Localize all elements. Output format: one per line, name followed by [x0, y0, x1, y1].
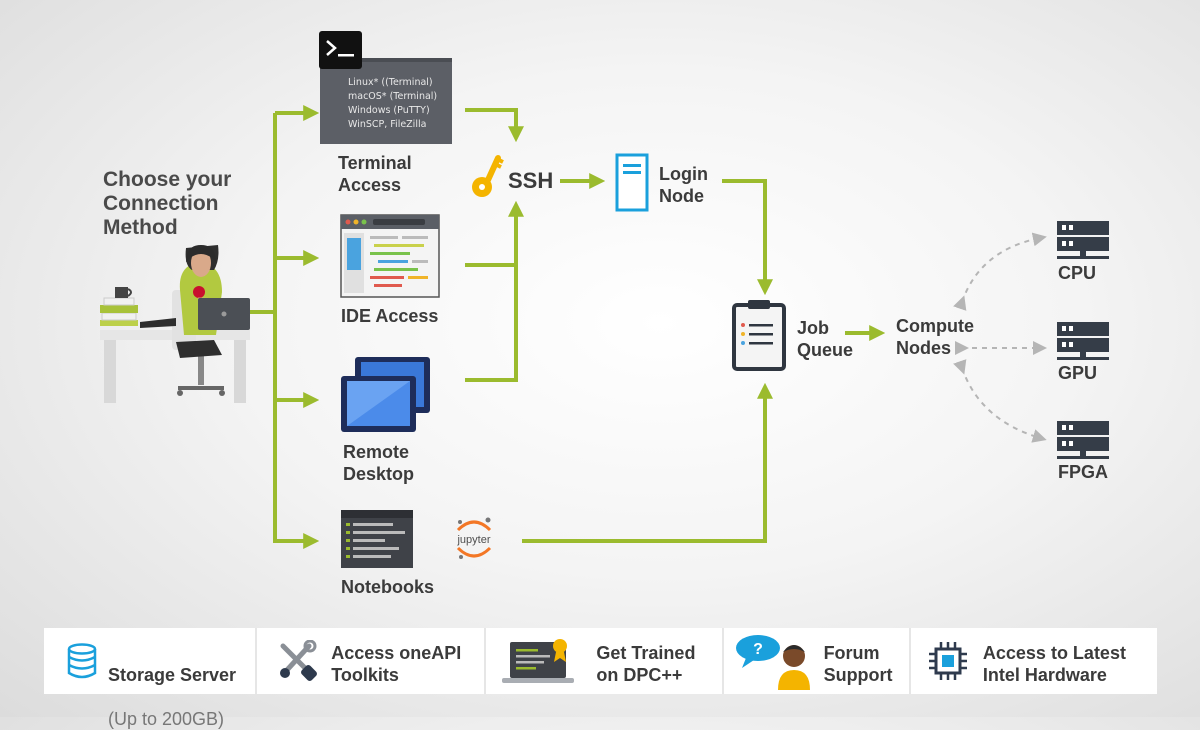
storage-server-card: Storage Server (Up to 200GB)	[44, 628, 258, 729]
tools-icon	[280, 640, 318, 681]
gpu-label: GPU	[1058, 363, 1098, 383]
person-at-desk-illustration	[100, 245, 250, 403]
jupyter-logo: jupyter	[456, 517, 492, 559]
intel-hardware-title: Access to Latest Intel Hardware	[982, 643, 1126, 685]
arrow-remote-to-ssh	[465, 265, 518, 382]
job-queue-label: Job Queue	[797, 318, 854, 360]
oneapi-toolkits-card: Access oneAPI Toolkits	[257, 628, 487, 694]
clipboard-icon	[732, 300, 786, 371]
rack-server-icon	[1057, 221, 1109, 259]
chip-icon	[928, 642, 967, 680]
arrow-to-notebooks	[273, 400, 320, 549]
key-icon	[472, 155, 504, 197]
remote-desktop-label: Remote Desktop	[343, 442, 415, 484]
arrow-to-remote	[273, 312, 320, 408]
arrow-login-to-queue	[722, 179, 773, 296]
terminal-window-icon	[320, 58, 452, 144]
rack-server-icon	[1057, 322, 1109, 360]
database-icon	[67, 643, 97, 679]
remote-desktop-icon	[341, 357, 430, 432]
forum-support-title: Forum Support	[823, 643, 893, 685]
terminal-access-label: Terminal Access	[338, 153, 412, 195]
cpu-label: CPU	[1058, 263, 1097, 283]
arrow-desk-trunk	[250, 113, 277, 314]
svg-text:?: ?	[753, 641, 763, 658]
dashed-arrows	[953, 232, 1047, 443]
forum-icon: ?	[735, 635, 810, 690]
oneapi-toolkits-title: Access oneAPI Toolkits	[331, 643, 462, 685]
jupyter-wordmark: jupyter	[456, 534, 490, 546]
ssh-label: SSH	[508, 168, 554, 193]
terminal-icon	[319, 31, 362, 69]
laptop-certificate-icon	[502, 639, 575, 683]
dashed-arrow-fpga	[953, 359, 1047, 443]
server-icon	[615, 153, 649, 212]
notebook-icon	[341, 510, 413, 568]
terminal-clients-list: Linux* ((Terminal) macOS* (Terminal) Win…	[348, 77, 438, 130]
intel-hardware-card: Access to Latest Intel Hardware	[910, 628, 1157, 694]
get-trained-card: Get Trained on DPC++	[486, 628, 724, 694]
compute-nodes-label: Compute Nodes	[896, 316, 974, 358]
login-node-label: Login Node	[659, 164, 708, 206]
arrow-notebooks-to-queue	[522, 382, 773, 543]
storage-server-name: Storage Server	[108, 665, 237, 685]
get-trained-title: Get Trained on DPC++	[596, 643, 696, 685]
ide-access-label: IDE Access	[341, 306, 439, 326]
forum-support-card: ? Forum Support	[723, 628, 911, 694]
storage-server-capacity: (Up to 200GB)	[108, 709, 225, 729]
arrow-terminal-to-ssh	[465, 108, 524, 143]
arrow-ide-to-ssh	[465, 200, 524, 267]
dashed-arrow-cpu	[953, 232, 1047, 311]
ide-window-icon	[340, 214, 440, 298]
feature-bar: Storage Server (Up to 200GB) Access oneA…	[44, 628, 1157, 729]
notebooks-label: Notebooks	[341, 577, 435, 597]
connector-arrows	[250, 105, 886, 549]
fpga-label: FPGA	[1058, 462, 1109, 482]
page-title: Choose your Connection Method	[103, 168, 232, 239]
rack-server-icon	[1057, 421, 1109, 459]
